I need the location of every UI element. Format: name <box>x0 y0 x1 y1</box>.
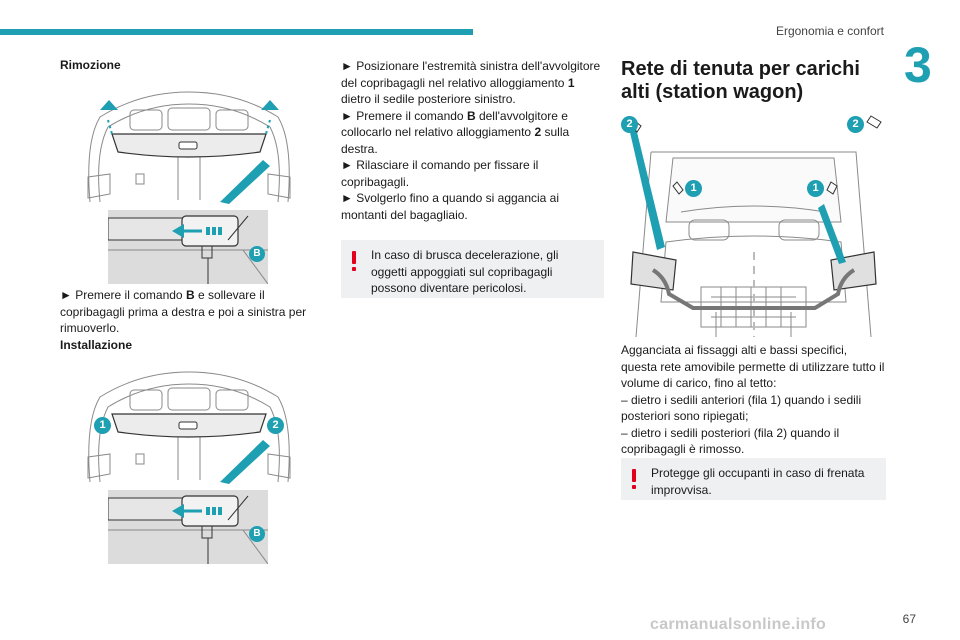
heading-install: Installazione <box>60 338 133 352</box>
removal-text-1: ► Premere il comando <box>60 288 186 302</box>
warning-note-text: In caso di brusca decelerazione, gli ogg… <box>371 248 559 295</box>
arrow-left-icon <box>172 224 184 238</box>
label-badge-2-left: 2 <box>621 116 638 133</box>
section-title: Rete di tenuta per carichi alti (station… <box>621 58 860 103</box>
label-badge-2: 2 <box>267 417 284 434</box>
install-step-3: ► Rilasciare il comando per fissare il c… <box>341 158 539 189</box>
header-accent-bar <box>0 29 473 35</box>
cargo-net-intro: Agganciata ai fissaggi alti e bassi spec… <box>621 343 885 390</box>
removal-b: B <box>185 288 195 302</box>
cargo-net-item-1: – dietro i sedili anteriori (fila 1) qua… <box>621 392 862 424</box>
arrow-up-left-icon <box>100 100 118 110</box>
warning-note-net: Protegge gli occupanti in caso di frenat… <box>621 458 886 500</box>
arrow-up-right-icon <box>261 100 279 110</box>
label-badge-b: B <box>249 246 265 262</box>
label-badge-1-left: 1 <box>685 180 702 197</box>
column-left: Rimozione <box>60 58 318 72</box>
column-right: Rete di tenuta per carichi alti (station… <box>621 58 886 104</box>
install-step-4: ► Svolgerlo fino a quando si aggancia ai… <box>341 191 560 222</box>
illustration-install-detail: B <box>108 490 268 564</box>
label-badge-1-right: 1 <box>807 180 824 197</box>
label-badge-1: 1 <box>94 417 111 434</box>
illustration-install-boot: 1 2 <box>60 362 318 484</box>
column-middle: ► Posizionare l'estremità sinistra dell'… <box>341 58 604 223</box>
illustration-cargo-net: 2 2 1 1 <box>621 112 886 337</box>
warning-note-net-text: Protegge gli occupanti in caso di frenat… <box>651 466 865 497</box>
install-step-2: ► Premere il comando B dell'avvolgitore … <box>341 108 570 156</box>
cargo-net-item-2: – dietro i sedili posteriori (fila 2) qu… <box>621 425 840 457</box>
cargo-net-description: Agganciata ai fissaggi alti e bassi spec… <box>621 342 886 458</box>
illustration-removal-boot <box>60 82 318 204</box>
label-badge-b: B <box>249 526 265 542</box>
illustration-removal-detail: B <box>108 210 268 284</box>
warning-note-cover: In caso di brusca decelerazione, gli ogg… <box>341 240 604 298</box>
install-step-1: ► Posizionare l'estremità sinistra dell'… <box>341 59 601 106</box>
label-badge-2-right: 2 <box>847 116 864 133</box>
warning-exclamation-icon <box>632 469 636 489</box>
arrow-left-icon <box>172 504 184 518</box>
warning-exclamation-icon <box>352 251 356 271</box>
running-header: Ergonomia e confort <box>775 24 884 38</box>
watermark: carmanualsonline.info <box>650 616 827 633</box>
removal-text-2: e sollevare il copribagagli prima a dest… <box>60 288 307 335</box>
removal-instruction: ► Premere il comando B e sollevare il co… <box>60 287 318 337</box>
heading-removal: Rimozione <box>60 58 121 72</box>
page-number: 67 <box>902 612 916 626</box>
chapter-number: 3 <box>904 37 932 93</box>
